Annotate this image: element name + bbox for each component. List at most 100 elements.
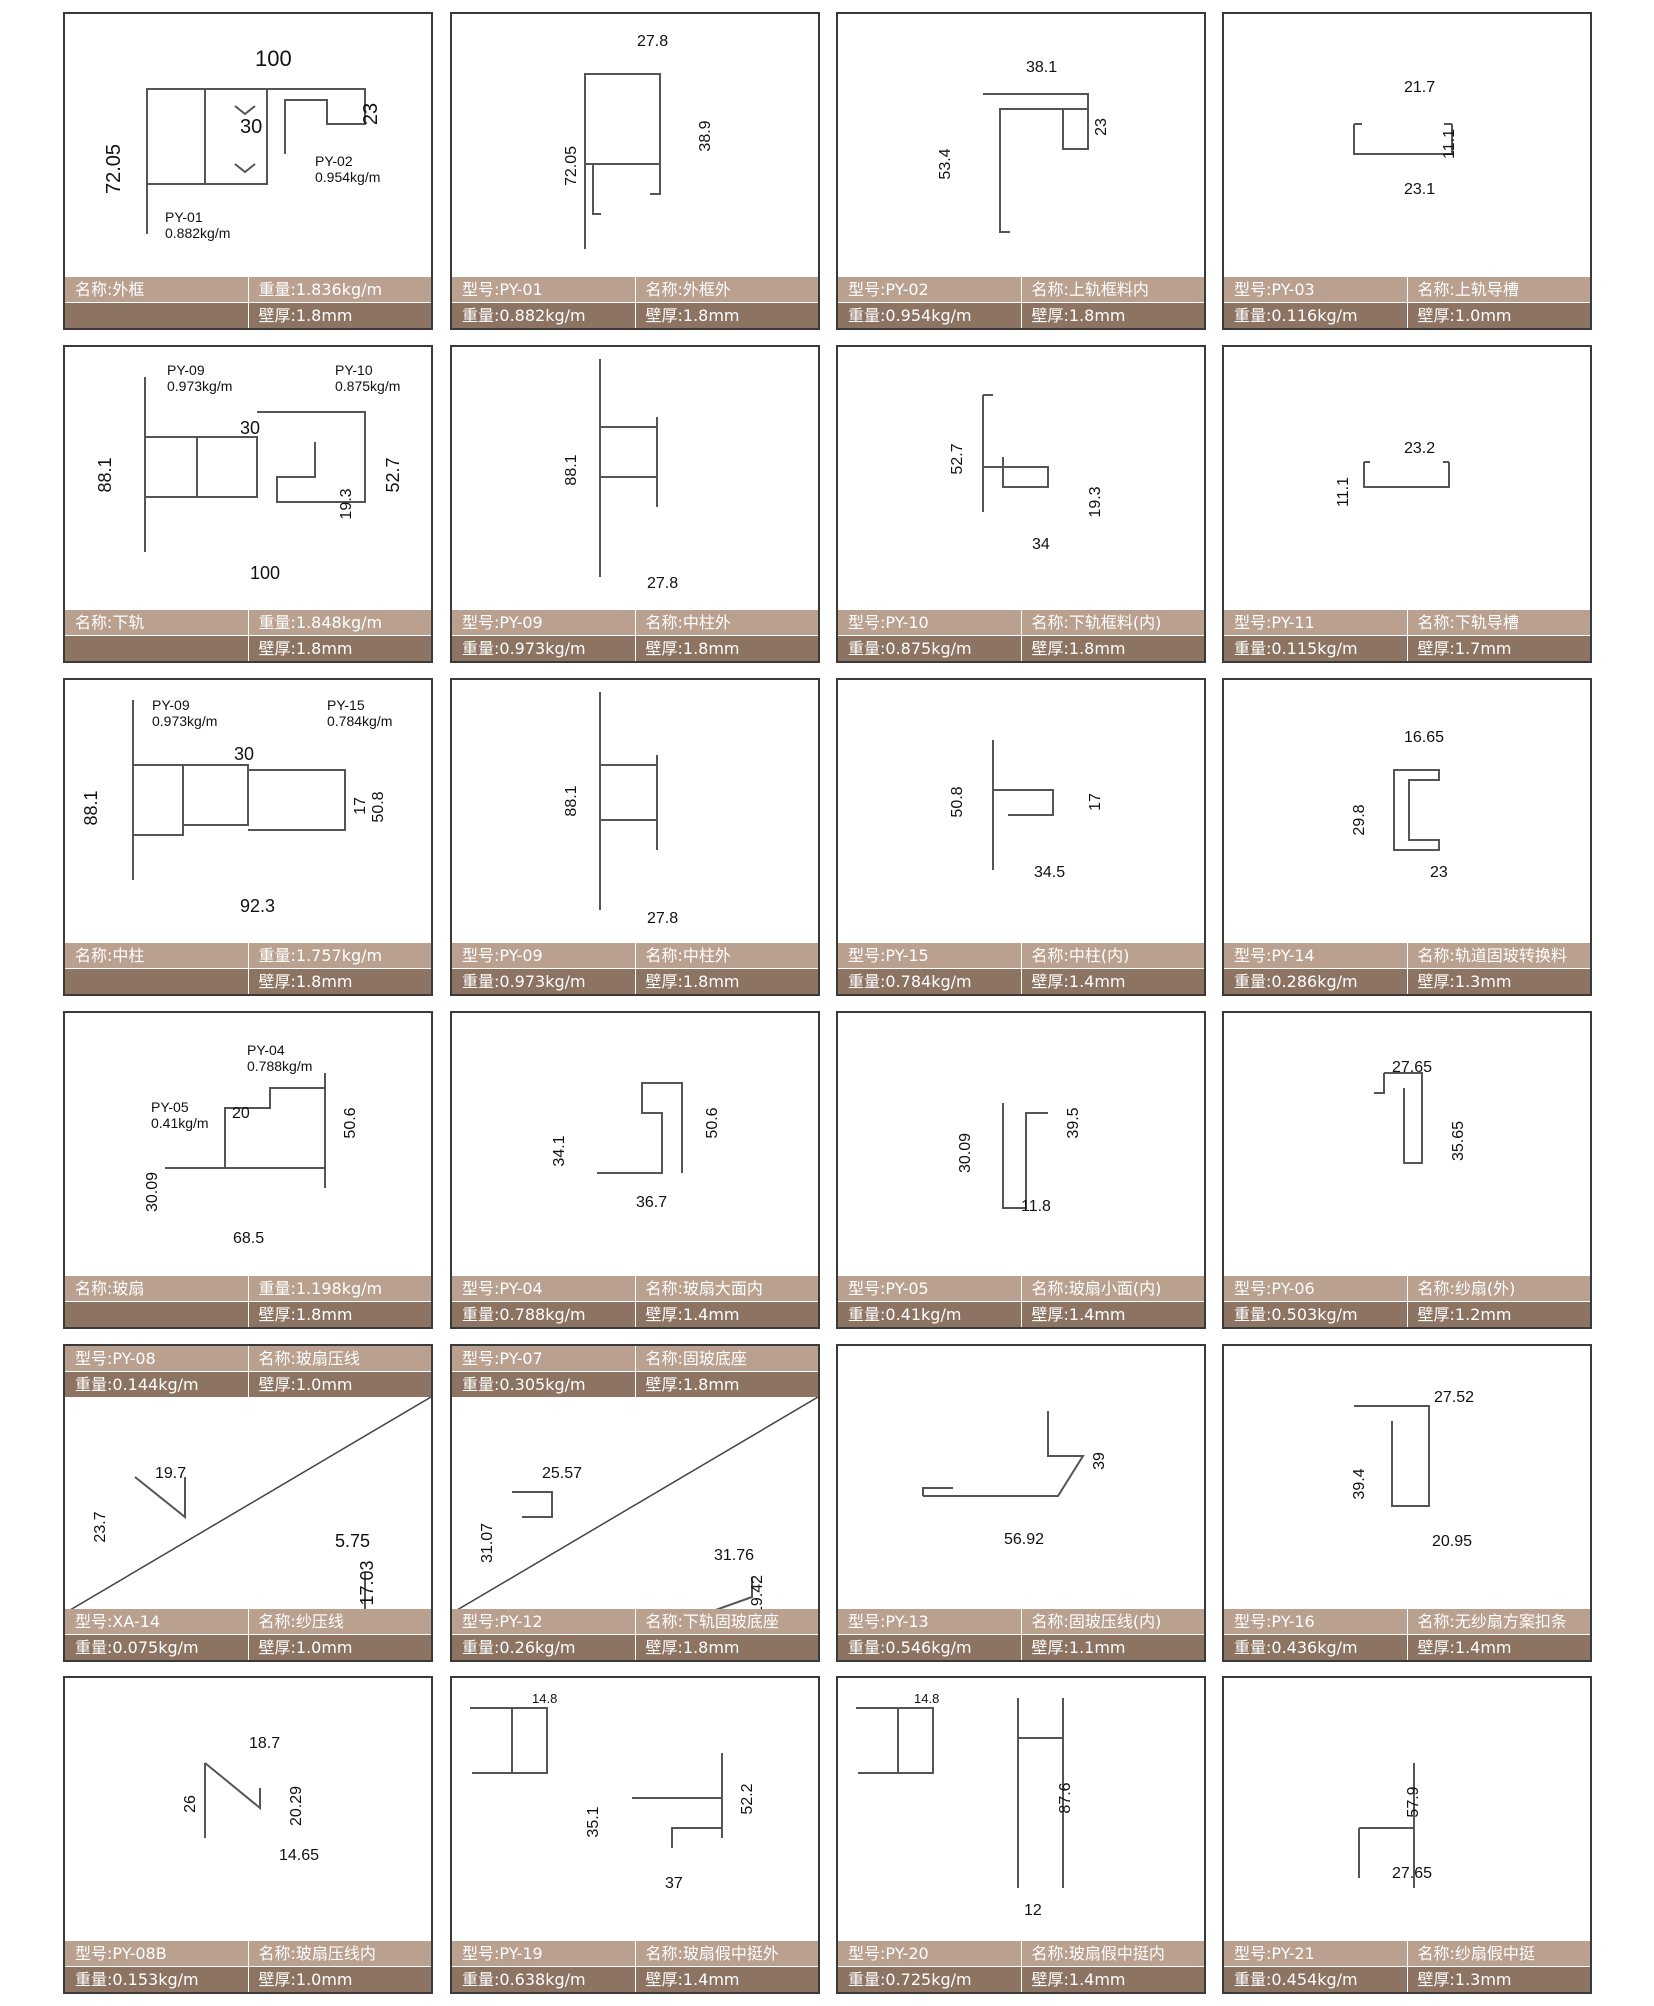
spec-cell: 名称:上轨导槽 bbox=[1406, 277, 1591, 302]
dimension-label: 56.92 bbox=[1004, 1531, 1044, 1548]
profile-shape bbox=[597, 1082, 683, 1174]
dimension-label: PY-15 bbox=[327, 697, 365, 713]
spec-cell: 重量:0.075kg/m bbox=[75, 1638, 199, 1657]
dimension-label: 100 bbox=[255, 46, 292, 71]
spec-cell: 名称:外框 bbox=[75, 280, 145, 299]
spec-cell: 重量:0.954kg/m bbox=[848, 306, 972, 325]
spec-cell: 名称:纱压线 bbox=[247, 1609, 432, 1634]
spec-cell: 壁厚:1.1mm bbox=[1020, 1635, 1205, 1660]
profile-shape bbox=[1353, 123, 1453, 155]
dimension-label: 50.8 bbox=[949, 786, 966, 817]
spec-cell: 名称:玻扇大面内 bbox=[634, 1276, 819, 1301]
dimension-label: 29.8 bbox=[1351, 804, 1368, 835]
spec-cell: 型号:XA-14 bbox=[75, 1612, 161, 1631]
spec-cell: 型号:PY-10 bbox=[848, 613, 929, 632]
spec-cell: 重量:1.757kg/m bbox=[247, 943, 432, 968]
spec-row: 壁厚:1.8mm bbox=[65, 635, 431, 661]
dimension-label: PY-05 bbox=[151, 1099, 189, 1115]
profile-shape bbox=[1393, 769, 1440, 851]
profile-drawing: 57.927.65 bbox=[1358, 1763, 1432, 1888]
spec-cell: 名称:下轨固玻底座 bbox=[634, 1609, 819, 1634]
spec-cell: 名称:下轨 bbox=[75, 613, 145, 632]
profile-shape bbox=[512, 1491, 753, 1613]
dimension-label: 30 bbox=[234, 744, 254, 764]
spec-cell: 壁厚:1.0mm bbox=[247, 1967, 432, 1992]
spec-cell: 重量:0.286kg/m bbox=[1234, 972, 1358, 991]
spec-cell: 重量:0.436kg/m bbox=[1234, 1638, 1358, 1657]
spec-cell: 重量:0.305kg/m bbox=[462, 1375, 586, 1394]
spec-cell: 壁厚:1.8mm bbox=[634, 303, 819, 328]
spec-cell bbox=[65, 636, 248, 661]
profile-shape bbox=[584, 73, 661, 249]
spec-cell: 名称:无纱扇方案扣条 bbox=[1406, 1609, 1591, 1634]
spec-cell: 重量:0.503kg/m bbox=[1234, 1305, 1358, 1324]
spec-cell: 型号:PY-13 bbox=[848, 1612, 929, 1631]
dimension-label: 87.6 bbox=[1057, 1782, 1074, 1813]
spec-cell: 壁厚:1.4mm bbox=[1020, 969, 1205, 994]
dimension-label: 20.29 bbox=[288, 1786, 305, 1826]
spec-cell: 型号:PY-20 bbox=[848, 1944, 929, 1963]
spec-cell: 壁厚:1.4mm bbox=[634, 1967, 819, 1992]
spec-cell: 壁厚:1.3mm bbox=[1406, 1967, 1591, 1992]
spec-cell: 重量:1.836kg/m bbox=[247, 277, 432, 302]
profile-shape bbox=[146, 88, 366, 234]
spec-cell: 壁厚:1.2mm bbox=[1406, 1302, 1591, 1327]
spec-row: 型号:PY-12 名称:下轨固玻底座 bbox=[452, 1609, 818, 1634]
spec-cell: 型号:PY-08 bbox=[75, 1349, 156, 1368]
dimension-label: 23 bbox=[1093, 118, 1110, 136]
dimension-label: 68.5 bbox=[233, 1230, 264, 1247]
profile-shape bbox=[992, 740, 1054, 870]
dimension-label: 16.65 bbox=[1404, 729, 1444, 746]
spec-cell: 型号:PY-01 bbox=[462, 280, 543, 299]
dimension-label: 17 bbox=[1087, 793, 1104, 811]
dimension-label: PY-10 bbox=[335, 362, 373, 378]
spec-cell: 名称:下轨框料(内) bbox=[1020, 610, 1205, 635]
dimension-label: 17 bbox=[352, 797, 369, 815]
dimension-label: 50.8 bbox=[370, 791, 387, 822]
dimension-label: 53.4 bbox=[937, 148, 954, 179]
spec-cell: 名称:纱扇(外) bbox=[1406, 1276, 1591, 1301]
profile-drawing: 88.127.8 bbox=[563, 692, 678, 927]
spec-cell: 壁厚:1.4mm bbox=[1406, 1635, 1591, 1660]
spec-cell: 重量:0.454kg/m bbox=[1234, 1970, 1358, 1989]
profile-shape bbox=[922, 1411, 1085, 1497]
spec-cell: 型号:PY-05 bbox=[848, 1279, 929, 1298]
spec-cell: 名称:中柱外 bbox=[634, 610, 819, 635]
spec-cell: 壁厚:1.8mm bbox=[1020, 636, 1205, 661]
dimension-label: 34.1 bbox=[551, 1135, 568, 1166]
spec-cell: 名称:轨道固玻转换料 bbox=[1406, 943, 1591, 968]
dimension-label: 25.57 bbox=[542, 1465, 582, 1482]
spec-cell: 型号:PY-12 bbox=[462, 1612, 543, 1631]
spec-row: 型号:XA-14 名称:纱压线 bbox=[65, 1609, 431, 1634]
spec-cell: 型号:PY-21 bbox=[1234, 1944, 1315, 1963]
profile-shape bbox=[1358, 1763, 1415, 1888]
dimension-label: 14.65 bbox=[279, 1847, 319, 1864]
profile-shape bbox=[599, 692, 658, 910]
dimension-label: PY-04 bbox=[247, 1042, 285, 1058]
